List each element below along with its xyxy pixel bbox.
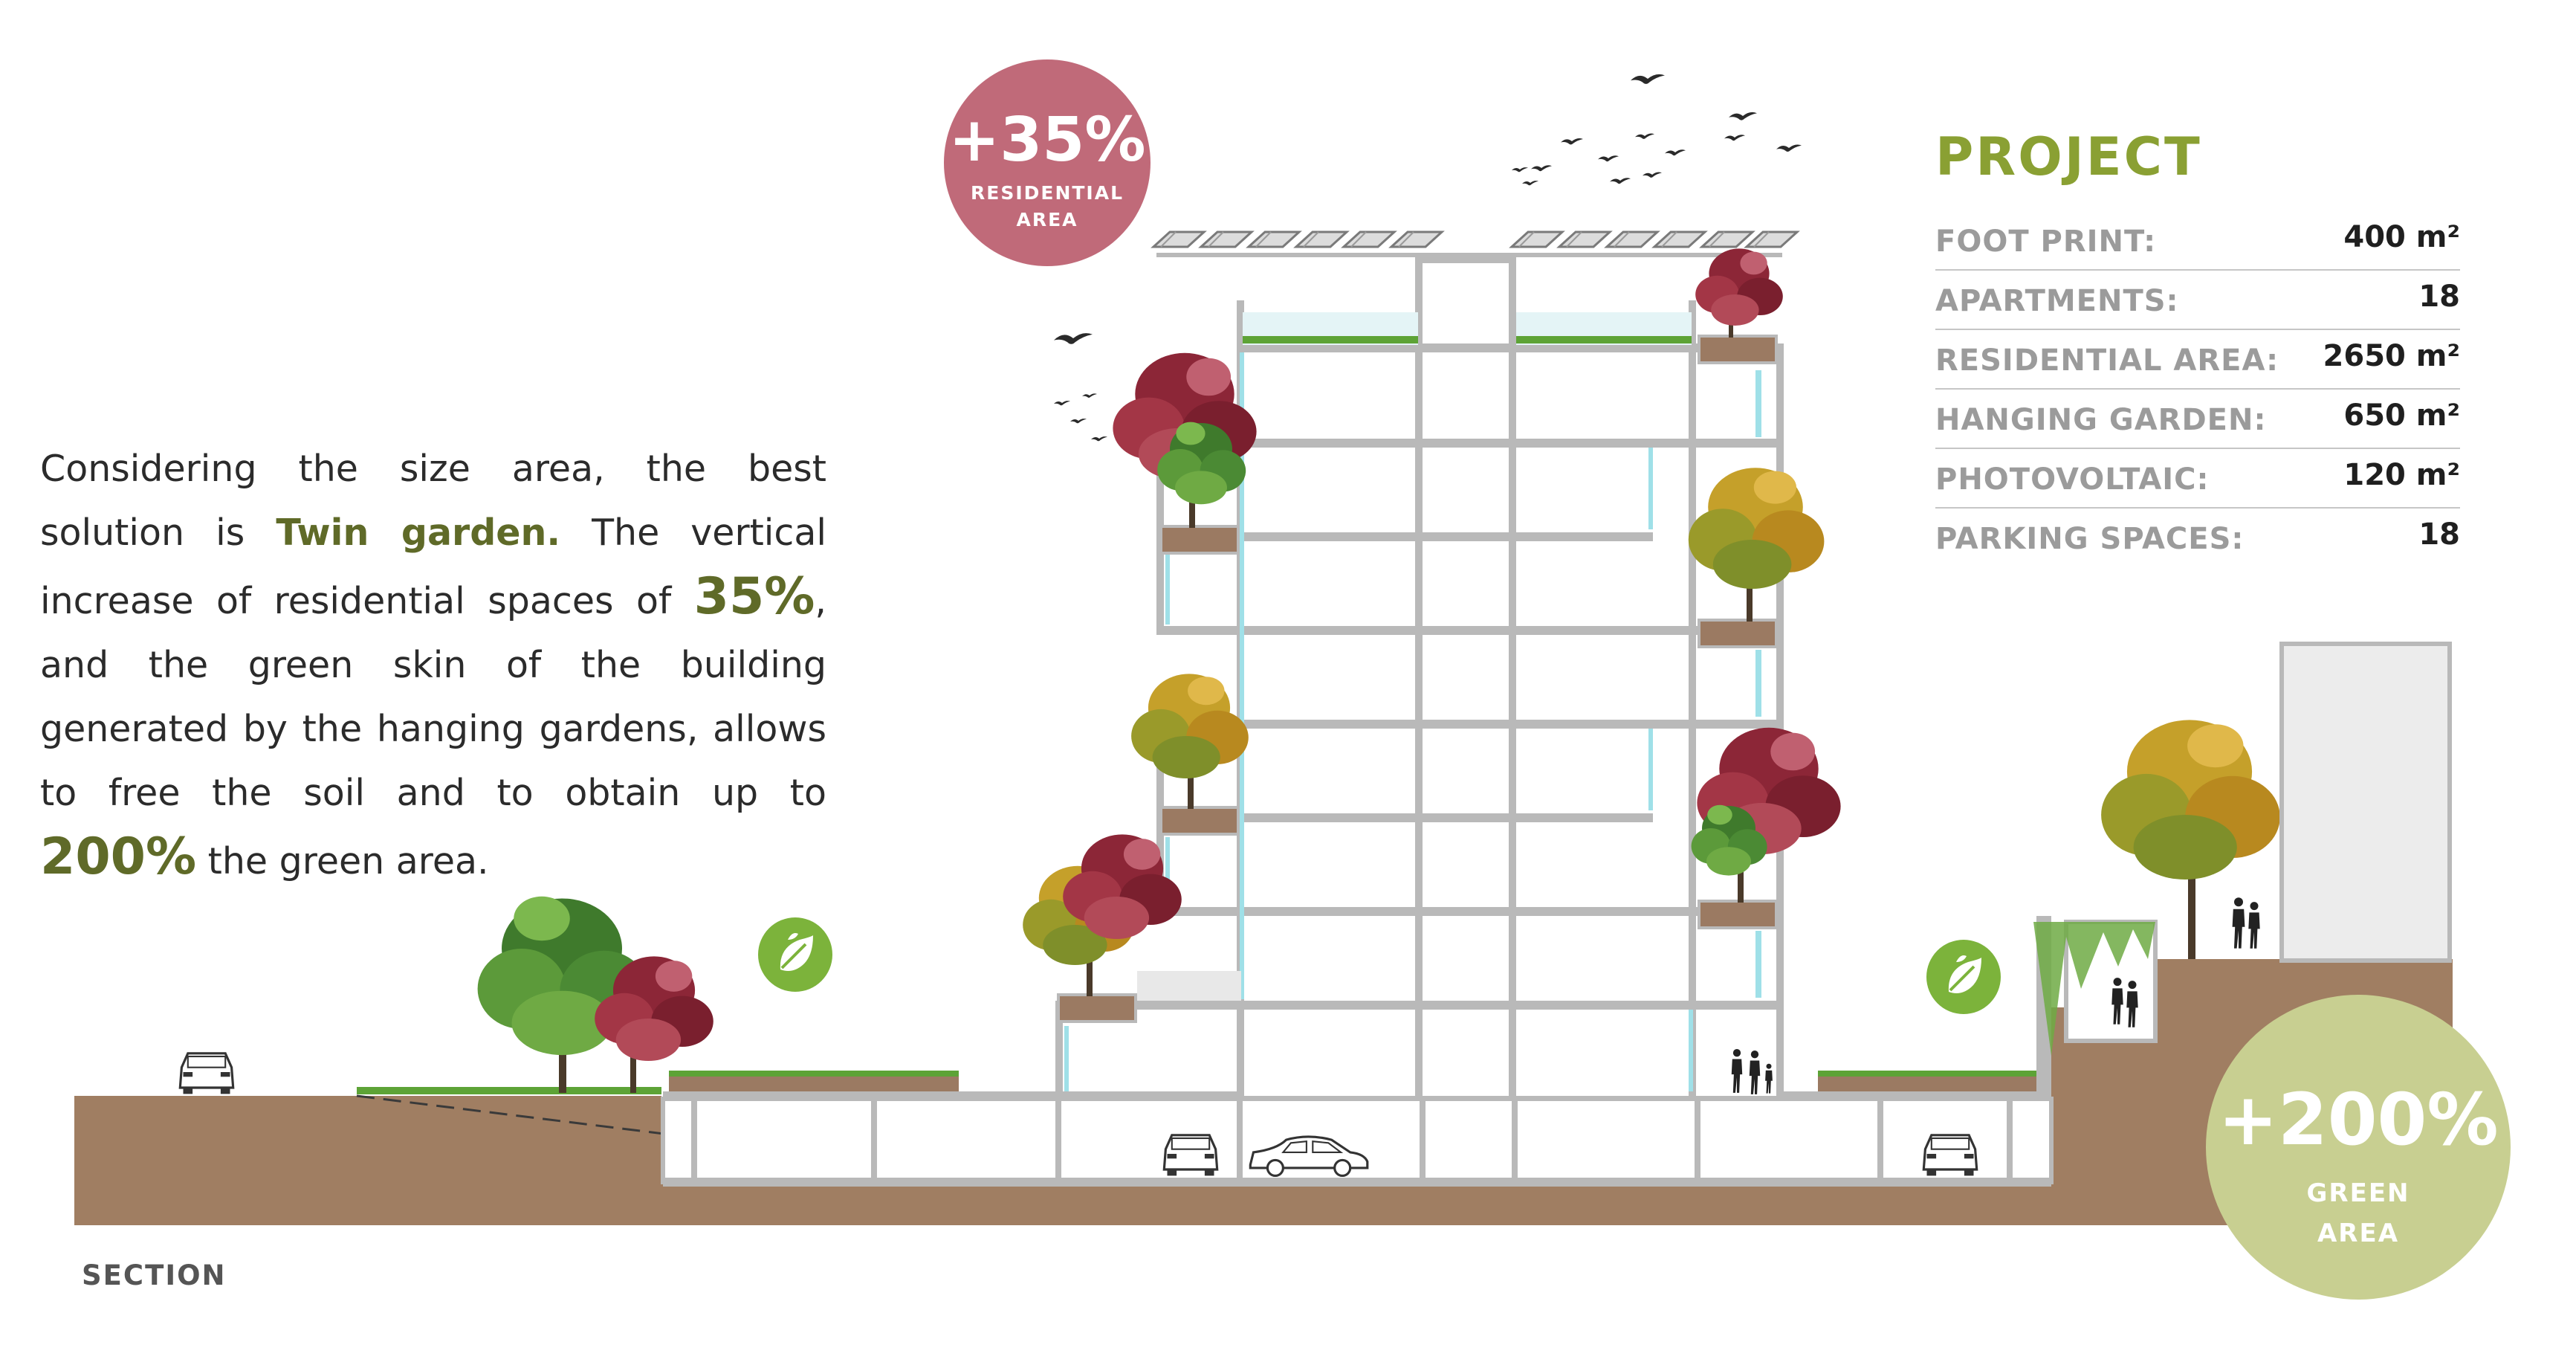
parking-level — [661, 1097, 2054, 1187]
project-row-label: PARKING SPACES: — [1935, 522, 2245, 556]
project-row-label: RESIDENTIAL AREA: — [1935, 343, 2279, 378]
green-area-badge: +200% GREEN AREA — [2206, 995, 2511, 1300]
project-row: APARTMENTS: 18 — [1935, 271, 2460, 330]
description-part: Considering the size area, the best solu… — [40, 448, 826, 554]
project-row-value: 650 m² — [2343, 398, 2460, 433]
project-table: FOOT PRINT: 400 m² APARTMENTS: 18 RESIDE… — [1935, 211, 2460, 567]
project-row-label: PHOTOVOLTAIC: — [1935, 462, 2210, 497]
project-row: FOOT PRINT: 400 m² — [1935, 211, 2460, 271]
project-row: PHOTOVOLTAIC: 120 m² — [1935, 449, 2460, 509]
project-row-value: 400 m² — [2343, 220, 2460, 254]
badge-label-line2: AREA — [2317, 1219, 2400, 1248]
description-part: the green area. — [196, 840, 489, 882]
neighbour-building — [2279, 642, 2452, 963]
description-part: , and the green skin of the building gen… — [40, 580, 826, 814]
project-row: PARKING SPACES: 18 — [1935, 509, 2460, 567]
project-row-value: 18 — [2418, 280, 2460, 314]
residential-area-badge: +35% RESIDENTIAL AREA — [944, 59, 1151, 266]
project-row-value: 2650 m² — [2323, 339, 2460, 373]
description-text: Considering the size area, the best solu… — [40, 437, 826, 894]
badge-value: +35% — [948, 105, 1146, 175]
solar-panel-icon — [1152, 230, 1799, 248]
badge-label-line1: RESIDENTIAL — [970, 182, 1124, 204]
project-row-label: HANGING GARDEN: — [1935, 403, 2267, 437]
project-row-label: FOOT PRINT: — [1935, 225, 2157, 259]
highlight-35: 35% — [693, 567, 815, 626]
badge-label-line1: GREEN — [2306, 1178, 2410, 1208]
project-row-value: 18 — [2418, 517, 2460, 552]
project-title: PROJECT — [1935, 126, 2202, 187]
project-row-label: APARTMENTS: — [1935, 284, 2179, 318]
green-leaf-icon — [1926, 940, 2001, 1014]
description-part: The vertical increase of residential spa… — [40, 512, 826, 622]
badge-value: +200% — [2218, 1078, 2499, 1161]
highlight-twin-garden: Twin garden. — [276, 512, 561, 554]
project-row: RESIDENTIAL AREA: 2650 m² — [1935, 330, 2460, 390]
section-label: SECTION — [82, 1259, 227, 1291]
highlight-200: 200% — [40, 827, 197, 886]
project-row-value: 120 m² — [2343, 458, 2460, 492]
project-row: HANGING GARDEN: 650 m² — [1935, 390, 2460, 449]
building-section — [1055, 253, 1784, 1096]
badge-label-line2: AREA — [1016, 209, 1078, 230]
tree-icon — [477, 248, 2280, 1093]
green-leaf-icon — [758, 917, 832, 992]
